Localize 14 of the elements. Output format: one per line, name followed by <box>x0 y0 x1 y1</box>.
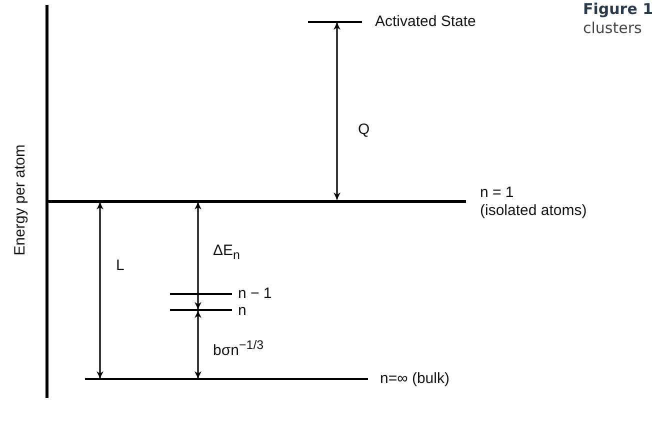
level-label: n = 1 <box>480 184 514 201</box>
axis-label: Energy per atom <box>12 144 28 256</box>
level-label: n − 1 <box>238 285 272 302</box>
double-headed-arrow <box>96 202 104 378</box>
edge-label: Q <box>357 121 371 138</box>
double-headed-arrow <box>194 202 202 309</box>
level-label: n=∞ (bulk) <box>380 370 450 387</box>
double-headed-arrow <box>334 22 340 200</box>
figure-number: Figure 1 <box>583 0 652 18</box>
level-label: n <box>238 302 246 319</box>
caption-text: clusters <box>583 19 642 37</box>
level-label: Activated State <box>375 13 476 30</box>
double-headed-arrow <box>194 311 202 378</box>
level-label: (isolated atoms) <box>480 202 587 219</box>
